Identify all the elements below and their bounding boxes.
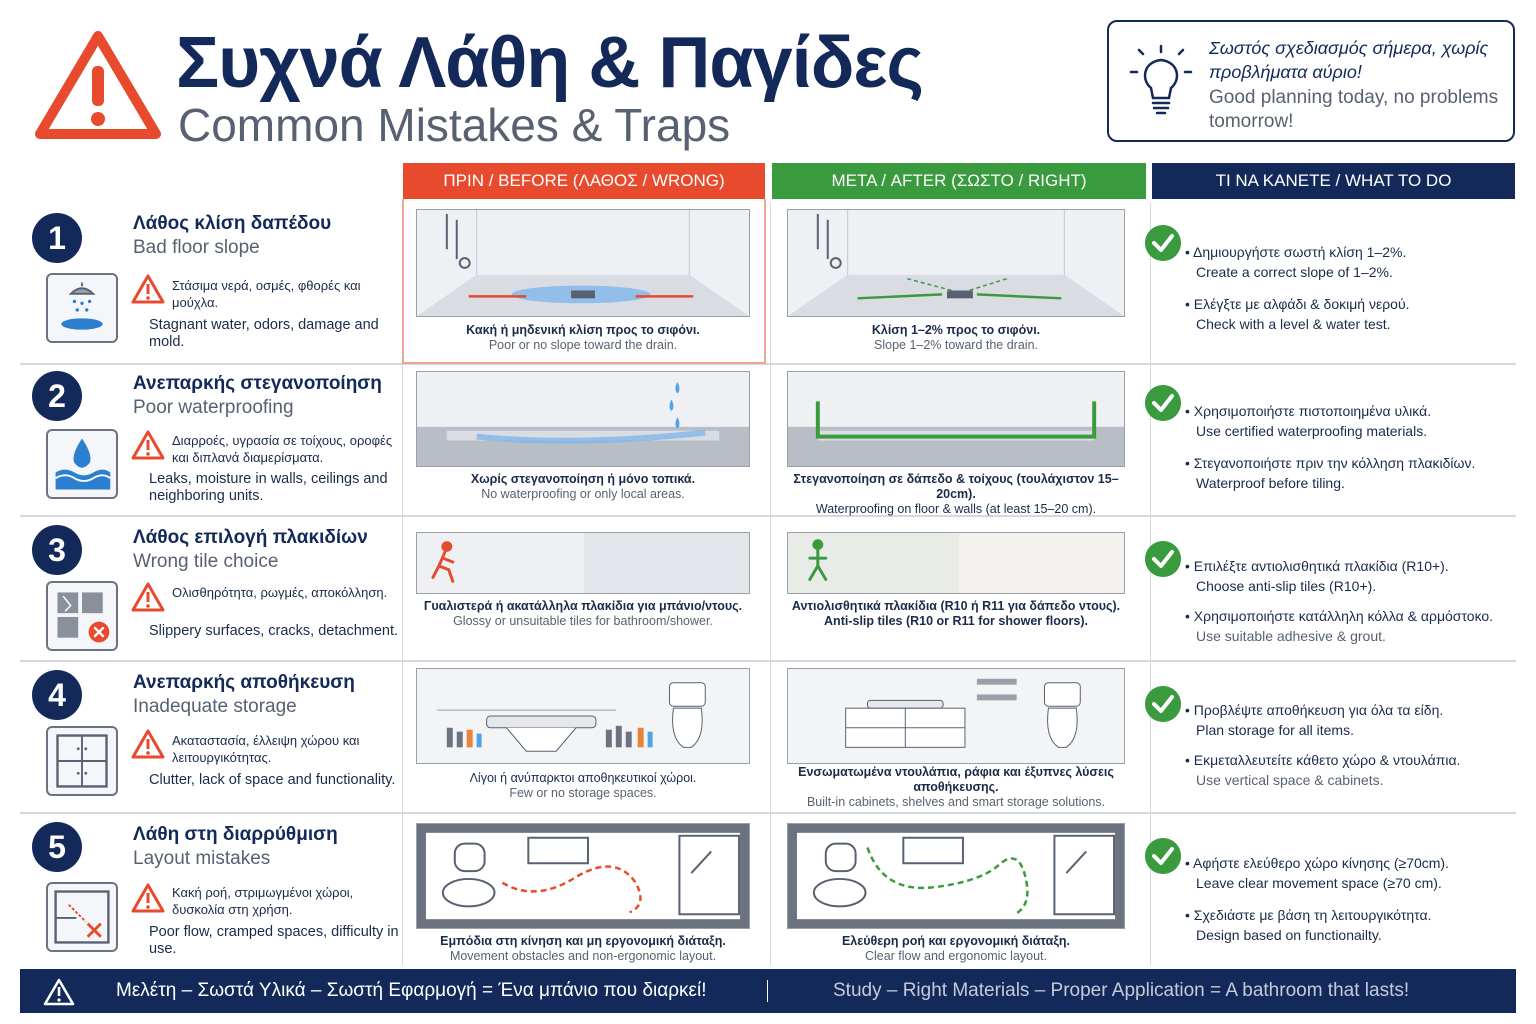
after-image-tiles [787,532,1125,594]
column-divider [1150,203,1151,965]
row-title-en: Wrong tile choice [133,551,279,572]
row-title-en: Layout mistakes [133,848,271,869]
tip-box: Σωστός σχεδιασμός σήμερα, χωρίς προβλήμα… [1107,20,1515,142]
mistake-row-5: 5 Λάθη στη διαρρύθμιση Layout mistakes Κ… [20,814,1516,966]
check-icon [1145,541,1181,577]
before-caption-en: No waterproofing or only local areas. [481,487,685,501]
before-caption-gr: Λίγοι ή ανύπαρκτοι αποθηκευτικοί χώροι. [469,771,697,785]
check-icon [1145,385,1181,421]
cabinet-icon [46,726,118,796]
todo-list: Δημιουργήστε σωστή κλίση 1–2%. Create a … [1185,242,1505,334]
row-number-badge: 5 [32,822,82,872]
todo-list: Προβλέψτε αποθήκευση για όλα τα είδη. Pl… [1185,700,1505,790]
todo-list: Επιλέξτε αντιολισθητικά πλακίδια (R10+).… [1185,556,1505,646]
check-icon [1145,225,1181,261]
water-drop-icon [46,429,118,499]
row-number-badge: 2 [32,371,82,421]
row-number-badge: 1 [32,213,82,263]
problem-text-gr: Ολισθηρότητα, ρωγμές, αποκόλληση. [172,585,388,600]
after-image-slope [787,209,1125,317]
broken-tile-icon [46,581,118,651]
after-caption-gr: Κλίση 1–2% προς το σιφόνι. [871,323,1041,337]
row-number-badge: 3 [32,525,82,575]
column-divider [770,203,771,965]
before-caption-gr: Εμπόδια στη κίνηση και μη εργονομική διά… [440,934,726,948]
footer-banner: Μελέτη – Σωστά Υλικά – Σωστή Εφαρμογή = … [20,969,1516,1013]
lightbulb-icon [1129,44,1193,115]
warning-icon [43,978,75,1006]
after-caption-gr: Ελεύθερη ροή και εργονομική διάταξη. [841,934,1071,948]
column-header-after: ΜΕΤΑ / AFTER (ΣΩΣΤΟ / RIGHT) [772,163,1146,199]
after-caption-en: Waterproofing on floor & walls (at least… [815,502,1097,516]
problem-text-gr: Κακή ροή, στριμωγμένοι χώροι, δυσκολία σ… [172,885,354,917]
footer-text-gr: Μελέτη – Σωστά Υλικά – Σωστή Εφαρμογή = … [116,980,707,1001]
warning-icon [131,582,165,612]
mistake-row-3: 3 Λάθος επιλογή πλακιδίων Wrong tile cho… [20,517,1516,662]
tip-text-gr: Σωστός σχεδιασμός σήμερα, χωρίς προβλήμα… [1209,38,1489,82]
warning-triangle-icon [35,31,161,139]
footer-text-en: Study – Right Materials – Proper Applica… [833,980,1410,1001]
problem-text-gr: Διαρροές, υγρασία σε τοίχους, οροφές και… [172,433,393,465]
before-caption-en: Poor or no slope toward the drain. [488,338,678,352]
row-number-badge: 4 [32,670,82,720]
after-caption-en: Built-in cabinets, shelves and smart sto… [806,795,1106,809]
check-icon [1145,838,1181,874]
column-divider [402,203,403,965]
shower-puddle-icon [46,273,118,343]
row-title-en: Poor waterproofing [133,397,294,418]
row-title-gr: Λάθος επιλογή πλακιδίων [133,527,368,548]
row-title-gr: Ανεπαρκής στεγανοποίηση [133,373,382,394]
column-header-todo: ΤΙ ΝΑ ΚΑΝΕΤΕ / WHAT TO DO [1152,163,1515,199]
page-subtitle: Common Mistakes & Traps [178,99,731,151]
problem-text-en: Stagnant water, odors, damage and mold. [149,317,379,350]
before-caption-gr: Χωρίς στεγανοποίηση ή μόνο τοπικά. [470,472,696,486]
warning-icon [131,729,165,759]
mistake-row-1: 1 Λάθος κλίση δαπέδου Bad floor slope Στ… [20,203,1516,365]
row-title-gr: Ανεπαρκής αποθήκευση [133,672,355,693]
problem-text-en: Leaks, moisture in walls, ceilings and n… [149,471,388,504]
before-caption-en: Movement obstacles and non-ergonomic lay… [449,949,717,963]
floor-plan-icon [46,882,118,952]
warning-icon [131,430,165,460]
after-caption-en: Clear flow and ergonomic layout. [864,949,1048,963]
mistake-row-4: 4 Ανεπαρκής αποθήκευση Inadequate storag… [20,662,1516,814]
column-header-before: ΠΡΙΝ / BEFORE (ΛΑΘΟΣ / WRONG) [403,163,765,199]
todo-list: Χρησιμοποιήστε πιστοποιημένα υλικά. Use … [1185,401,1505,493]
warning-icon [131,883,165,913]
before-caption-gr: Κακή ή μηδενική κλίση προς το σιφόνι. [466,323,700,337]
header: Συχνά Λάθη & Παγίδες Common Mistakes & T… [0,0,1536,160]
before-image-layout [416,823,750,929]
page-title: Συχνά Λάθη & Παγίδες [176,23,924,103]
problem-text-gr: Στάσιμα νερά, οσμές, φθορές και μούχλα. [172,278,361,310]
problem-text-gr: Ακαταστασία, έλλειψη χώρου και λειτουργι… [172,733,360,765]
check-icon [1145,686,1181,722]
after-image-storage [787,668,1125,764]
before-image-waterproofing [416,371,750,467]
row-title-en: Inadequate storage [133,696,297,717]
problem-text-en: Slippery surfaces, cracks, detachment. [149,623,399,639]
after-caption-en: Slope 1–2% toward the drain. [874,338,1038,352]
todo-list: Αφήστε ελεύθερο χώρο κίνησης (≥70cm). Le… [1185,853,1505,945]
after-caption-en: Anti-slip tiles (R10 or R11 for shower f… [824,614,1088,628]
tip-text-en: Good planning today, no problems tomorro… [1209,87,1499,132]
mistake-row-2: 2 Ανεπαρκής στεγανοποίηση Poor waterproo… [20,365,1516,517]
after-caption-gr: Ενσωματωμένα ντουλάπια, ράφια και έξυπνε… [798,765,1114,794]
before-caption-en: Glossy or unsuitable tiles for bathroom/… [453,614,713,628]
row-title-gr: Λάθος κλίση δαπέδου [133,213,332,234]
before-caption-en: Few or no storage spaces. [509,786,657,800]
before-image-slope [416,209,750,317]
row-title-en: Bad floor slope [133,237,260,258]
after-caption-gr: Αντιολισθητικά πλακίδια (R10 ή R11 για δ… [791,599,1121,613]
problem-text-en: Clutter, lack of space and functionality… [149,772,396,788]
before-image-tiles [416,532,750,594]
problem-text-en: Poor flow, cramped spaces, difficulty in… [149,924,399,957]
before-caption-gr: Γυαλιστερά ή ακατάλληλα πλακίδια για μπά… [423,599,743,613]
row-title-gr: Λάθη στη διαρρύθμιση [133,824,338,845]
before-image-storage [416,668,750,764]
after-caption-gr: Στεγανοποίηση σε δάπεδο & τοίχους (τουλά… [793,472,1119,501]
after-image-waterproofing [787,371,1125,467]
after-image-layout [787,823,1125,929]
warning-icon [131,274,165,304]
